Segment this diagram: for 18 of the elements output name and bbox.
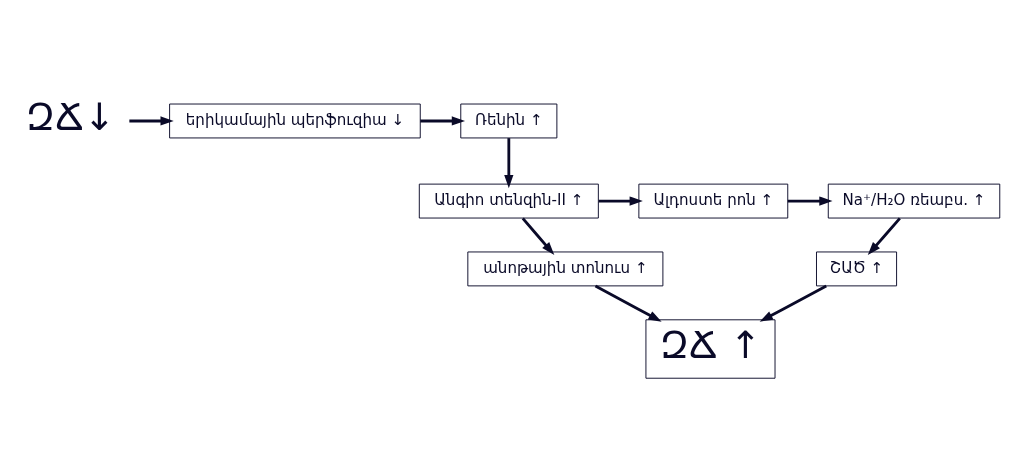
arrow xyxy=(598,196,643,206)
arrow xyxy=(867,217,901,256)
arrow xyxy=(129,116,174,126)
arrow xyxy=(594,284,662,322)
node-box: ՇԱԾ ↑ xyxy=(816,251,898,287)
node-box: Ռենին ↑ xyxy=(460,103,558,139)
arrow xyxy=(521,217,555,256)
node-box: Ալդոստե րոն ↑ xyxy=(638,183,789,219)
arrow xyxy=(759,284,827,322)
arrow xyxy=(504,138,514,189)
arrow xyxy=(787,196,833,206)
node-box: Անգիո տենզին-II ↑ xyxy=(418,183,599,219)
node-box: Na⁺/H₂O ռեաբս. ↑ xyxy=(827,183,1001,219)
node-text: ԶՃ↓ xyxy=(25,95,116,140)
node-box: երիկամային պերֆուզիա ↓ xyxy=(169,103,421,139)
node-box: ԶՃ ↑ xyxy=(645,319,776,379)
arrow xyxy=(420,116,466,126)
node-box: անոթային տոնուս ↑ xyxy=(467,251,664,287)
